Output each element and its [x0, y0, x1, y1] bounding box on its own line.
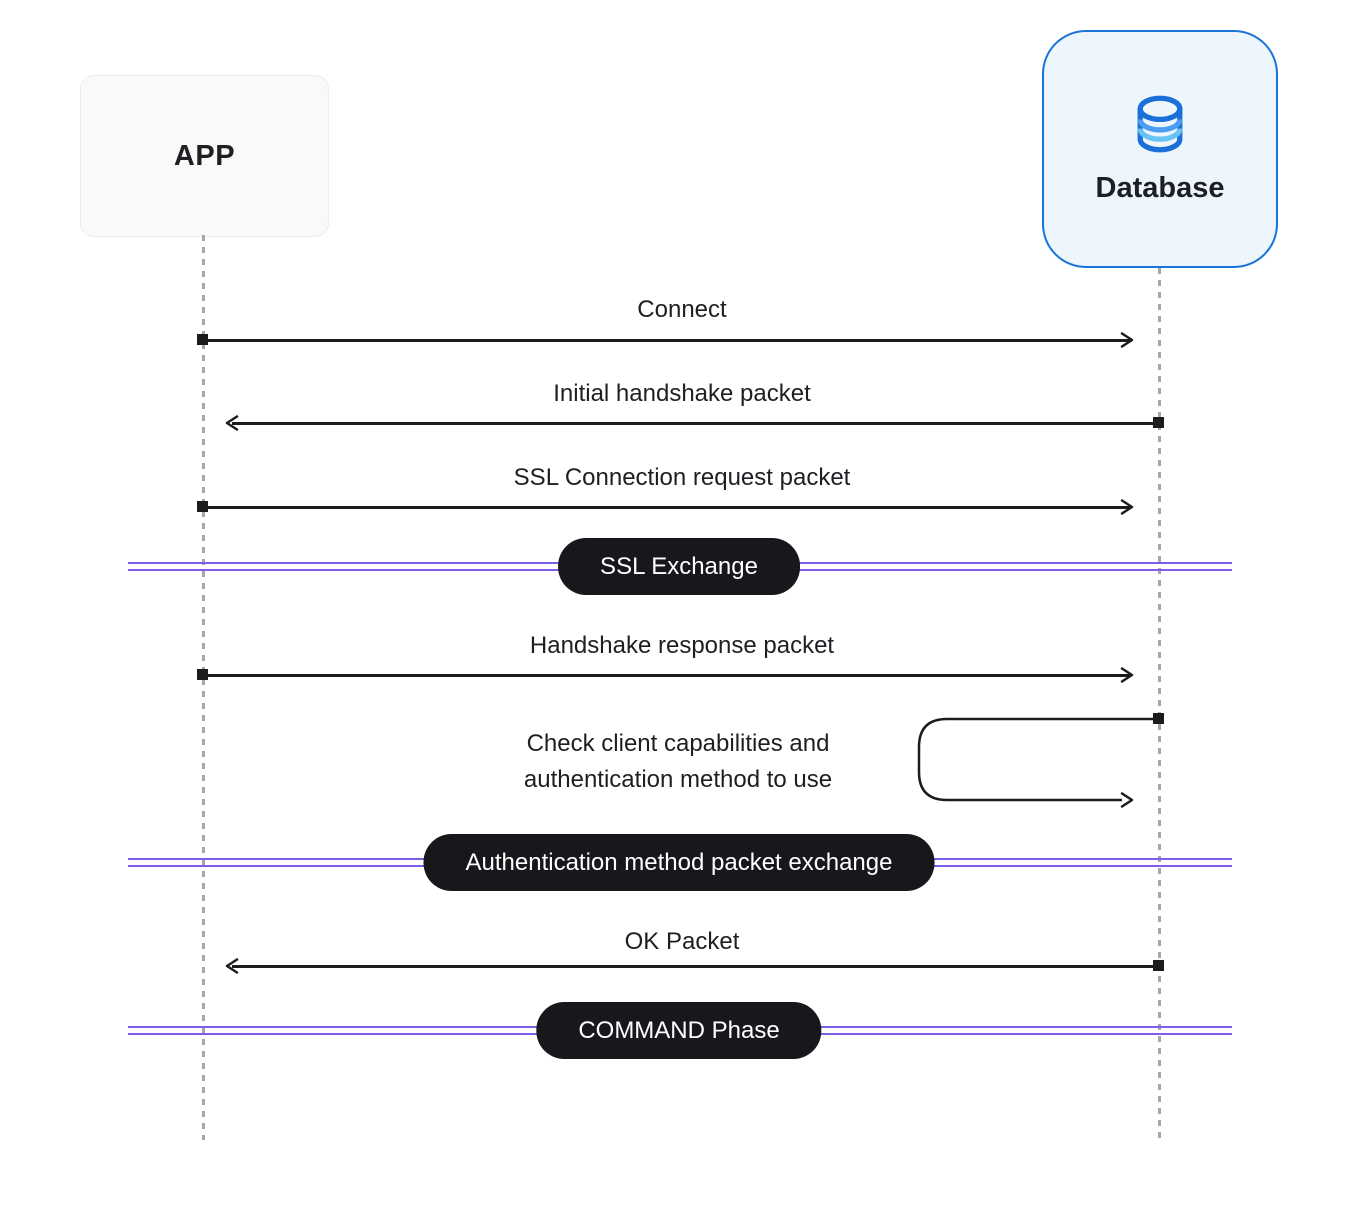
lifeline-app — [202, 235, 205, 1140]
actor-database-label: Database — [1095, 172, 1225, 204]
arrowhead-left-icon — [225, 958, 239, 974]
message-origin-square — [1153, 960, 1164, 971]
database-cylinder-icon — [1128, 93, 1192, 160]
message-origin-square — [197, 334, 208, 345]
arrowhead-right-icon — [1120, 667, 1134, 683]
message-label-check-capabilities: Check client capabilities and authentica… — [523, 730, 833, 793]
arrowhead-left-icon — [225, 415, 239, 431]
message-label-connect: Connect — [637, 296, 727, 323]
arrowhead-right-icon — [1120, 792, 1134, 808]
message-line-initial-handshake — [232, 422, 1159, 425]
message-origin-square — [197, 501, 208, 512]
message-label-ok-packet: OK Packet — [624, 928, 740, 955]
arrowhead-right-icon — [1120, 499, 1134, 515]
message-origin-square — [1153, 713, 1164, 724]
actor-app-label: APP — [173, 139, 236, 172]
lifeline-database — [1158, 268, 1161, 1140]
divider-pill-auth-exchange: Authentication method packet exchange — [423, 834, 935, 891]
self-message-loop — [917, 717, 1159, 802]
arrowhead-right-icon — [1120, 332, 1134, 348]
message-origin-square — [1153, 417, 1164, 428]
divider-pill-ssl-exchange: SSL Exchange — [558, 538, 800, 595]
message-line-connect — [204, 339, 1131, 342]
actor-app: APP — [80, 75, 329, 237]
message-line-ok-packet — [232, 965, 1159, 968]
message-label-initial-handshake: Initial handshake packet — [553, 380, 811, 407]
message-origin-square — [197, 669, 208, 680]
message-line-handshake-response — [204, 674, 1131, 677]
message-label-ssl-request: SSL Connection request packet — [513, 464, 851, 491]
message-label-handshake-response: Handshake response packet — [529, 632, 835, 659]
divider-pill-command-phase: COMMAND Phase — [536, 1002, 822, 1059]
actor-database: Database — [1042, 30, 1278, 268]
message-line-ssl-request — [204, 506, 1131, 509]
